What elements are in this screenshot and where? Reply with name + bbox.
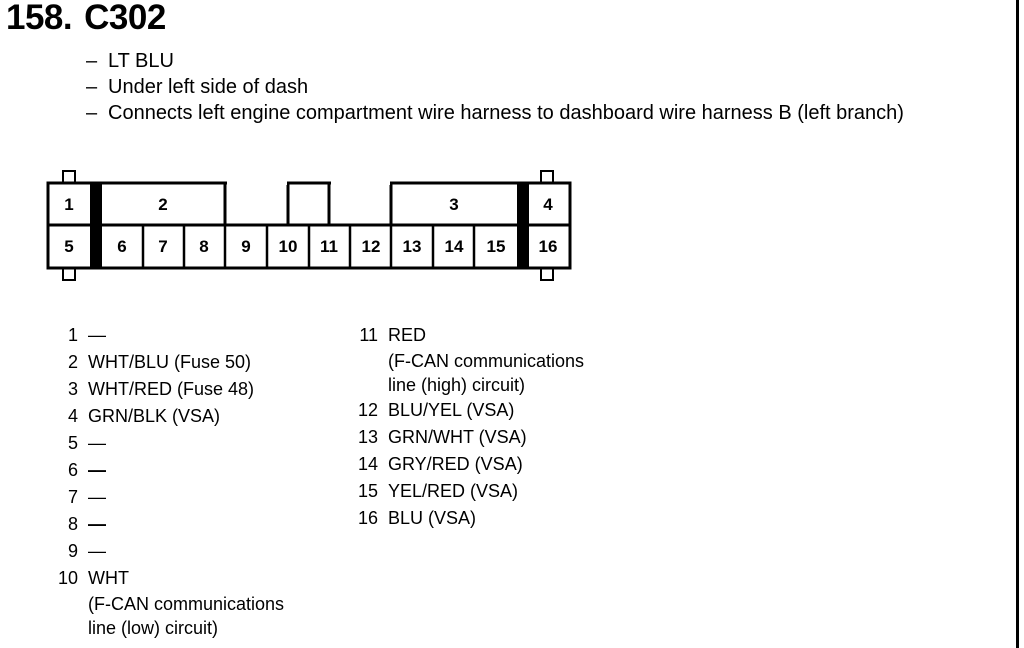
connector-tab-top-right (540, 170, 554, 184)
cavity-label-7: 7 (158, 237, 167, 256)
cavity-label-16: 16 (539, 237, 558, 256)
cavity-label-5: 5 (64, 237, 73, 256)
page-edge-line (1016, 0, 1019, 648)
cavity-label-14: 14 (445, 237, 464, 256)
pin-row-1: 1— (67, 325, 106, 345)
connector-tab-bottom-left (62, 267, 76, 281)
cavity-label-6: 6 (117, 237, 126, 256)
cavity-label-8: 8 (199, 237, 208, 256)
housing-gap-b (331, 180, 390, 185)
cavity-label-12: 12 (362, 237, 381, 256)
note-color: –LT BLU (86, 50, 174, 72)
cavity-label-13: 13 (403, 237, 422, 256)
connector-tab-bottom-right (540, 267, 554, 281)
note-connection: –Connects left engine compartment wire h… (86, 102, 904, 124)
cavity-label-1: 1 (64, 195, 73, 214)
cavity-label-11: 11 (320, 237, 338, 256)
cavity-label-3: 3 (449, 195, 458, 214)
pin-row-7: 7— (67, 487, 106, 507)
pin-row-8: 8— (67, 514, 106, 534)
pin-row-6: 6— (67, 460, 106, 480)
pin-row-9: 9— (67, 541, 106, 561)
connector-tab-top-left (62, 170, 76, 184)
note-location: –Under left side of dash (86, 76, 309, 98)
cavity-label-4: 4 (543, 195, 553, 214)
housing-gap-a (227, 180, 287, 185)
connector-notes: –LT BLU –Under left side of dash –Connec… (86, 48, 904, 126)
cavity-label-9: 9 (241, 237, 250, 256)
connector-number: 158. (6, 0, 73, 37)
cavity-label-15: 15 (487, 237, 506, 256)
connector-code: C302 (84, 0, 166, 37)
cavity-label-10: 10 (279, 237, 298, 256)
pin-row-5: 5— (67, 433, 106, 453)
connector-title: 158. C302 (6, 0, 166, 38)
cavity-label-2: 2 (158, 195, 167, 214)
